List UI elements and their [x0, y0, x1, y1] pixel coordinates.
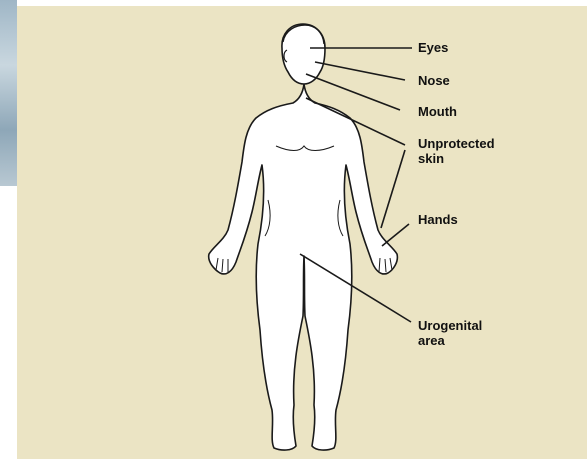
skin-to-arm-leader-line	[381, 150, 405, 228]
mouth-label: Mouth	[418, 104, 457, 119]
eyes-label: Eyes	[418, 40, 448, 55]
hands-label: Hands	[418, 212, 458, 227]
nose-leader-line	[315, 62, 405, 80]
nose-label: Nose	[418, 73, 450, 88]
urogenital-area-label: Urogenital area	[418, 318, 482, 348]
human-body-figure	[209, 24, 398, 450]
hands-leader-line	[382, 224, 409, 246]
unprotected-skin-label: Unprotected skin	[418, 136, 495, 166]
